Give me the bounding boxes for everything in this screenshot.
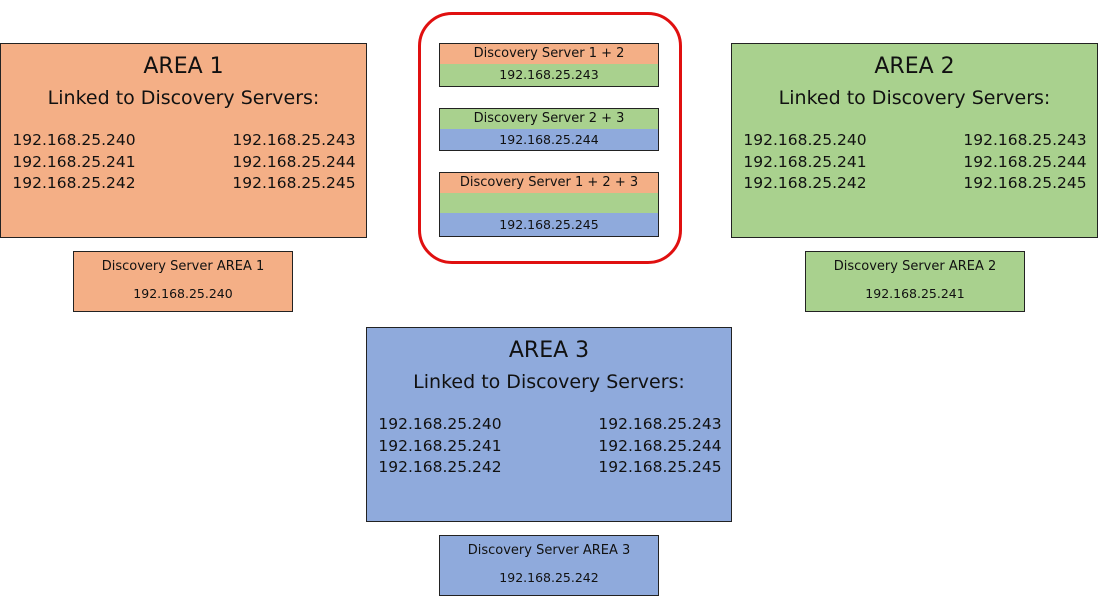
ip-address: 192.168.25.240 [12, 131, 136, 149]
area-3-title: AREA 3 [508, 338, 590, 363]
shared-server-2-3: Discovery Server 2 + 3 192.168.25.244 [439, 108, 659, 151]
area-3-box: AREA 3 Linked to Discovery Servers: 192.… [366, 327, 732, 522]
area-3-ip-list-left: 192.168.25.240 192.168.25.241 192.168.25… [375, 414, 505, 479]
discovery-server-area-2: Discovery Server AREA 2 192.168.25.241 [805, 251, 1025, 312]
area-1-ip-list-right: 192.168.25.243 192.168.25.244 192.168.25… [229, 130, 359, 195]
area-1-title: AREA 1 [143, 54, 224, 79]
shared-server-ip: 192.168.25.244 [440, 129, 658, 150]
ip-address: 192.168.25.245 [232, 174, 356, 192]
ip-address: 192.168.25.240 [743, 131, 867, 149]
shared-server-label: Discovery Server 2 + 3 [440, 109, 658, 129]
ip-address: 192.168.25.242 [743, 174, 867, 192]
discovery-server-ip: 192.168.25.241 [865, 286, 965, 301]
ip-address: 192.168.25.241 [743, 152, 867, 171]
discovery-server-label: Discovery Server AREA 1 [101, 259, 265, 274]
area-2-subtitle: Linked to Discovery Servers: [778, 87, 1051, 109]
shared-server-label: Discovery Server 1 + 2 [440, 44, 658, 64]
ip-address: 192.168.25.244 [598, 436, 722, 455]
ip-address: 192.168.25.241 [12, 152, 136, 171]
ip-address: 192.168.25.243 [232, 131, 356, 149]
shared-server-ip: 192.168.25.243 [440, 64, 658, 86]
shared-server-label: Discovery Server 1 + 2 + 3 [440, 173, 658, 193]
discovery-server-label: Discovery Server AREA 2 [833, 259, 997, 274]
area-2-box: AREA 2 Linked to Discovery Servers: 192.… [731, 43, 1098, 238]
area-3-ip-list-right: 192.168.25.243 192.168.25.244 192.168.25… [595, 414, 725, 479]
ip-address: 192.168.25.241 [378, 436, 502, 455]
area-2-ip-list-right: 192.168.25.243 192.168.25.244 192.168.25… [960, 130, 1090, 195]
area-1-subtitle: Linked to Discovery Servers: [47, 87, 320, 109]
ip-address: 192.168.25.243 [598, 415, 722, 433]
area-1-box: AREA 1 Linked to Discovery Servers: 192.… [0, 43, 367, 238]
discovery-server-area-3: Discovery Server AREA 3 192.168.25.242 [439, 535, 659, 596]
ip-address: 192.168.25.242 [378, 458, 502, 476]
area-3-subtitle: Linked to Discovery Servers: [413, 371, 685, 393]
area-2-ip-list-left: 192.168.25.240 192.168.25.241 192.168.25… [740, 130, 870, 195]
discovery-server-ip: 192.168.25.242 [499, 570, 599, 585]
ip-address: 192.168.25.244 [963, 152, 1087, 171]
ip-address: 192.168.25.240 [378, 415, 502, 433]
shared-server-1-2: Discovery Server 1 + 2 192.168.25.243 [439, 43, 659, 87]
discovery-server-ip: 192.168.25.240 [133, 286, 233, 301]
ip-address: 192.168.25.244 [232, 152, 356, 171]
area-2-title: AREA 2 [874, 54, 955, 79]
shared-server-1-2-3: Discovery Server 1 + 2 + 3 192.168.25.24… [439, 172, 659, 237]
discovery-server-label: Discovery Server AREA 3 [467, 543, 631, 558]
shared-server-ip: 192.168.25.245 [440, 213, 658, 236]
shared-servers-highlight [418, 12, 682, 264]
area-1-ip-list-left: 192.168.25.240 192.168.25.241 192.168.25… [9, 130, 139, 195]
ip-address: 192.168.25.245 [598, 458, 722, 476]
shared-server-area-2-band [440, 193, 658, 213]
ip-address: 192.168.25.243 [963, 131, 1087, 149]
ip-address: 192.168.25.242 [12, 174, 136, 192]
ip-address: 192.168.25.245 [963, 174, 1087, 192]
discovery-server-area-1: Discovery Server AREA 1 192.168.25.240 [73, 251, 293, 312]
